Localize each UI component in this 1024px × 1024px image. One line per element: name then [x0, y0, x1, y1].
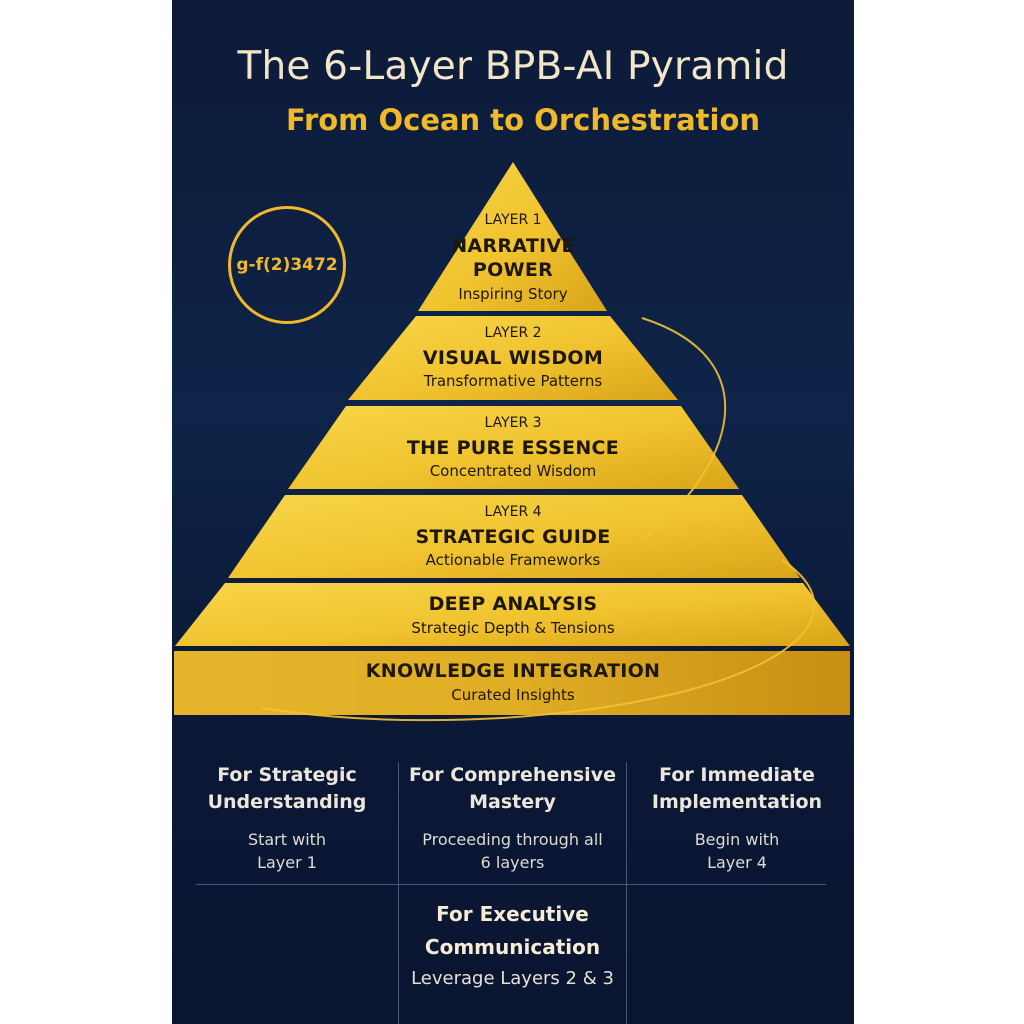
column-divider [626, 762, 627, 1024]
page-subtitle: From Ocean to Orchestration [285, 103, 761, 137]
layer-6-label: KNOWLEDGE INTEGRATION Curated Insights [172, 660, 854, 704]
guide-heading: Communication [424, 935, 601, 959]
layer-tag: LAYER 1 [484, 212, 542, 228]
layer-desc: Inspiring Story [458, 285, 568, 303]
guide-executive: For Executive Communication Leverage Lay… [399, 898, 626, 989]
guide-heading: For Comprehensive [409, 764, 616, 786]
pyramid-graphic [174, 162, 850, 722]
guide-body-line: Start with [247, 830, 327, 849]
pyramid-layer-5 [175, 583, 850, 646]
guide-heading: For Immediate [659, 764, 815, 786]
guide-comprehensive: For Comprehensive Mastery Proceeding thr… [399, 762, 626, 874]
guide-body: Start with Layer 1 [176, 828, 398, 874]
layer-desc: Concentrated Wisdom [429, 462, 597, 480]
layer-name: NARRATIVE [451, 235, 575, 257]
guide-body: Begin with Layer 4 [627, 828, 847, 874]
pyramid-layer-3 [288, 406, 739, 489]
pyramid-layer-4 [228, 495, 800, 578]
page-title: The 6-Layer BPB-AI Pyramid [237, 44, 789, 89]
layer-tag: LAYER 4 [484, 504, 542, 520]
layer-name: STRATEGIC GUIDE [415, 526, 611, 548]
guide-body-line: Layer 4 [707, 853, 767, 872]
guide-body: Leverage Layers 2 & 3 [411, 968, 614, 989]
layer-desc: Actionable Frameworks [425, 551, 601, 569]
layer-desc: Transformative Patterns [423, 372, 603, 390]
layer-desc: Strategic Depth & Tensions [411, 619, 615, 637]
guide-body-line: Begin with [694, 830, 780, 849]
guide-heading: Mastery [469, 791, 556, 813]
guide-heading: For Executive [436, 902, 589, 926]
guide-body-line: 6 layers [480, 853, 545, 872]
guide-heading: Implementation [651, 791, 823, 813]
poster: The 6-Layer BPB-AI Pyramid From Ocean to… [172, 0, 854, 1024]
guide-body-line: Proceeding through all [422, 830, 603, 849]
layer-name: POWER [472, 259, 554, 281]
guide-immediate: For Immediate Implementation Begin with … [627, 762, 847, 874]
guide-body: Proceeding through all 6 layers [399, 828, 626, 874]
layer-tag: LAYER 3 [484, 415, 542, 431]
layer-5-label: DEEP ANALYSIS Strategic Depth & Tensions [172, 593, 854, 637]
layer-2-label: LAYER 2 VISUAL WISDOM Transformative Pat… [172, 325, 854, 390]
guide-heading: Understanding [207, 791, 367, 813]
pyramid-base [174, 651, 850, 715]
layer-desc: Curated Insights [451, 686, 575, 704]
layer-1-label: LAYER 1 NARRATIVE POWER Inspiring Story [172, 212, 854, 303]
layer-4-label: LAYER 4 STRATEGIC GUIDE Actionable Frame… [172, 504, 854, 569]
layer-name: VISUAL WISDOM [422, 347, 604, 369]
guide-body-line: Layer 1 [257, 853, 317, 872]
layer-3-label: LAYER 3 THE PURE ESSENCE Concentrated Wi… [172, 415, 854, 480]
guide-strategic: For Strategic Understanding Start with L… [176, 762, 398, 874]
layer-tag: LAYER 2 [484, 325, 542, 341]
pyramid-layer-2 [348, 316, 678, 400]
orbit-swoosh [261, 317, 815, 722]
layer-name: KNOWLEDGE INTEGRATION [365, 660, 661, 682]
layer-name: DEEP ANALYSIS [428, 593, 598, 615]
guide-heading: For Strategic [217, 764, 357, 786]
id-badge: g-f(2)3472 [228, 206, 346, 324]
pyramid-layer-1 [418, 162, 607, 311]
layer-name: THE PURE ESSENCE [406, 437, 620, 459]
row-divider [196, 884, 826, 885]
column-divider [398, 762, 399, 1024]
